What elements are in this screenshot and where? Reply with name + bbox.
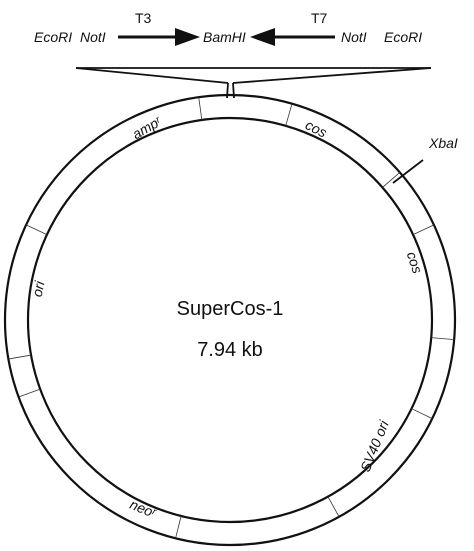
plasmid-size: 7.94 kb — [197, 339, 263, 361]
t3-primer-label: T3 — [135, 10, 152, 26]
feature-divider-3 — [382, 172, 401, 188]
feature-divider-1 — [198, 97, 203, 121]
feature-divider-5 — [431, 337, 455, 341]
t3-arrow-head — [175, 28, 200, 46]
feature-dividers — [8, 97, 455, 539]
ecori-right-label: EcoRI — [384, 29, 422, 45]
plasmid-name: SuperCos-1 — [177, 298, 284, 320]
plasmid-ring — [3, 93, 457, 547]
feature-divider-8 — [175, 515, 182, 539]
noti-right-label: NotI — [341, 29, 367, 45]
cos-label-1: cos — [303, 116, 330, 140]
noti-left-label: NotI — [80, 29, 106, 45]
t7-primer-label: T7 — [311, 10, 328, 26]
cos-label-2: cos — [404, 250, 426, 276]
bamhi-label: BamHI — [203, 29, 246, 45]
t7-arrow-head — [250, 28, 275, 46]
mcs-connector — [75, 67, 432, 99]
neor-label: neoʳ — [128, 496, 159, 521]
feature-divider-6 — [411, 408, 433, 419]
xbai-site-line — [392, 159, 424, 184]
feature-divider-4 — [412, 224, 435, 235]
feature-divider-11 — [25, 224, 48, 235]
ori-label: ori — [29, 279, 48, 298]
xbai-label: XbaI — [428, 135, 458, 151]
feature-divider-7 — [327, 496, 340, 517]
ecori-left-label: EcoRI — [34, 29, 72, 45]
mcs-header: EcoRI NotI T3 BamHI T7 NotI EcoRI — [34, 10, 422, 46]
feature-divider-10 — [8, 354, 32, 360]
feature-divider-2 — [285, 103, 293, 126]
feature-divider-9 — [18, 388, 41, 398]
